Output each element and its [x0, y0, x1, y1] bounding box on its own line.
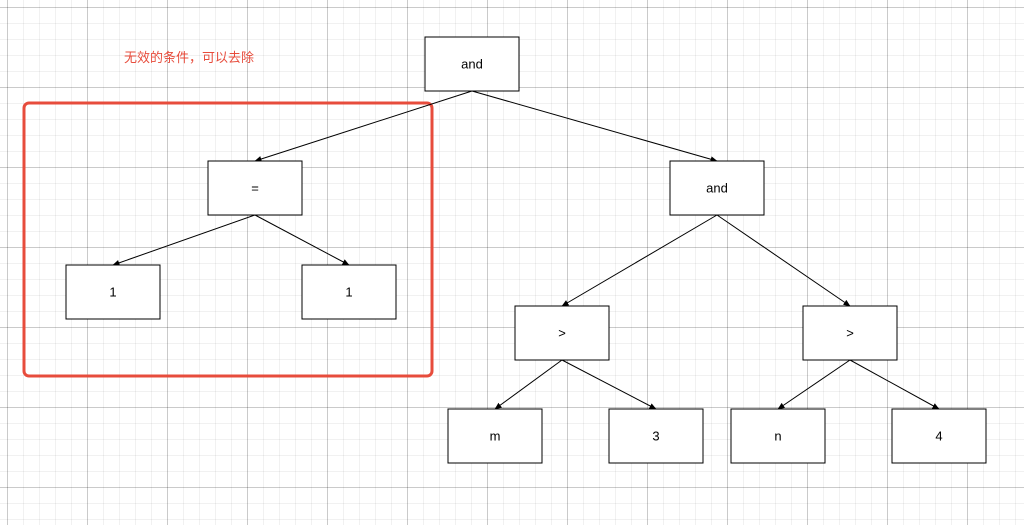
edge-and-right-to-gt-right: [716, 214, 851, 307]
node-gt-left: >: [514, 305, 610, 361]
node-label: n: [774, 429, 781, 444]
edge-gt-left-to-leaf-3: [561, 359, 657, 410]
node-leaf-m: m: [447, 408, 543, 464]
edge-root-and-to-eq: [254, 90, 473, 162]
node-label: and: [706, 181, 728, 196]
edge-gt-right-to-leaf-4: [849, 359, 940, 410]
node-label: 3: [652, 429, 659, 444]
node-root-and: and: [424, 36, 520, 92]
node-box: [891, 408, 987, 464]
node-box: [802, 305, 898, 361]
edge-eq-to-one-right: [254, 214, 350, 266]
node-gt-right: >: [802, 305, 898, 361]
node-label: 1: [345, 285, 352, 300]
node-label: 1: [109, 285, 116, 300]
node-box: [424, 36, 520, 92]
edge-root-and-to-and-right: [471, 90, 718, 163]
node-label: and: [461, 57, 483, 72]
edge-and-right-to-gt-left: [561, 214, 718, 307]
annotation-text: 无效的条件，可以去除: [124, 51, 255, 66]
node-one-left: 1: [65, 264, 161, 320]
tree-nodes: and = 1 1 and > > m 3 n 4: [65, 36, 987, 464]
node-box: [669, 160, 765, 216]
node-label: >: [846, 326, 854, 341]
node-box: [301, 264, 397, 320]
node-box: [608, 408, 704, 464]
node-leaf-n: n: [730, 408, 826, 464]
node-box: [730, 408, 826, 464]
node-box: [447, 408, 543, 464]
node-eq: =: [207, 160, 303, 216]
node-leaf-3: 3: [608, 408, 704, 464]
invalid-condition-highlight: [22, 101, 434, 378]
node-one-right: 1: [301, 264, 397, 320]
tree-edges: [112, 90, 940, 410]
node-and-right: and: [669, 160, 765, 216]
node-box: [514, 305, 610, 361]
edge-gt-right-to-leaf-n: [777, 359, 851, 410]
node-label: =: [251, 181, 259, 196]
node-box: [65, 264, 161, 320]
edge-gt-left-to-leaf-m: [494, 359, 563, 410]
node-label: >: [558, 326, 566, 341]
node-label: m: [490, 429, 501, 444]
edge-eq-to-one-left: [112, 214, 256, 266]
node-leaf-4: 4: [891, 408, 987, 464]
node-label: 4: [935, 429, 942, 444]
node-box: [207, 160, 303, 216]
